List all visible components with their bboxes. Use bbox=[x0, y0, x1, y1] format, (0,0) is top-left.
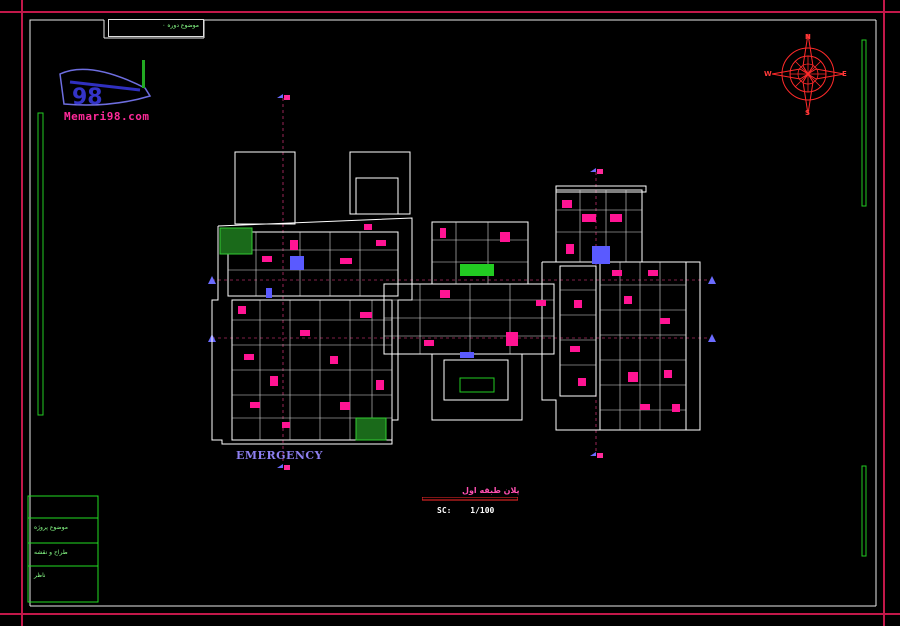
plan-title: پلان طبقه اول bbox=[462, 486, 520, 495]
drawing-note: موضوع دوره ۰ bbox=[108, 19, 204, 37]
title-block bbox=[27, 495, 99, 603]
brand-url: Memari98.com bbox=[64, 110, 150, 123]
blue-fixtures bbox=[266, 246, 610, 358]
title-block-row-project: موضوع پروژه bbox=[34, 524, 68, 531]
scale-key: SC: bbox=[437, 506, 452, 515]
furniture bbox=[238, 200, 680, 428]
section-axes bbox=[212, 98, 712, 462]
compass-north: N bbox=[805, 33, 811, 41]
compass-icon bbox=[771, 33, 845, 115]
partitions bbox=[228, 190, 686, 440]
svg-text:98: 98 bbox=[72, 85, 103, 110]
compass-south: S bbox=[805, 109, 811, 117]
compass-east: E bbox=[842, 70, 847, 78]
title-block-row-designer: طراح و نقشه bbox=[34, 549, 68, 556]
inner-frame bbox=[29, 19, 877, 607]
landscape-areas bbox=[219, 227, 495, 441]
title-underline bbox=[422, 497, 518, 501]
margin-markers bbox=[37, 39, 877, 557]
scale-value: 1/100 bbox=[470, 506, 495, 515]
scale-label: SC: 1/100 bbox=[437, 506, 494, 515]
emergency-label: EMERGENCY bbox=[236, 449, 324, 462]
title-block-row-supervisor: ناظر bbox=[34, 572, 46, 579]
floor-plan bbox=[208, 94, 716, 470]
compass-west: W bbox=[764, 70, 772, 78]
logo-icon: 98 bbox=[59, 60, 152, 110]
